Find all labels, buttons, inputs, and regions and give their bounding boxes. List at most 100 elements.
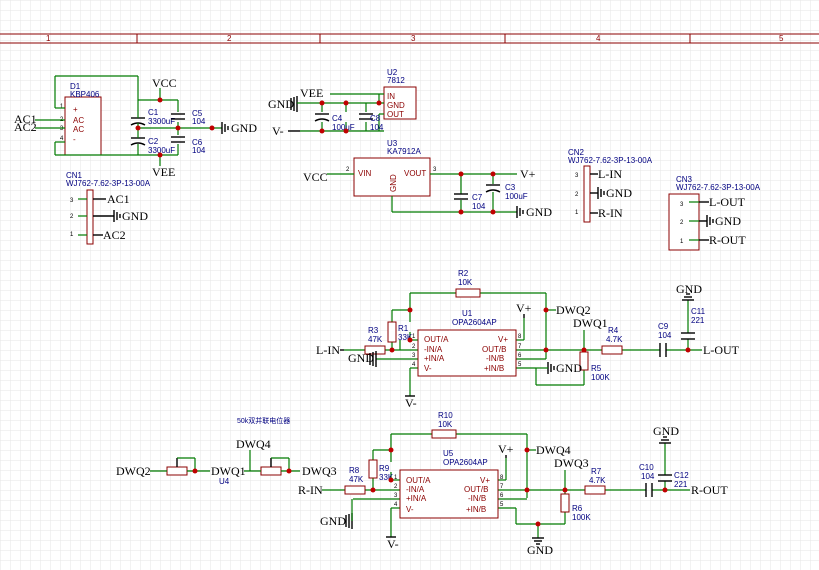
u2-value: 7812 — [387, 76, 405, 85]
u1-pin-num-2: 2 — [412, 344, 416, 350]
opamp-u5[interactable]: U5 OPA2604AP OUT/A -IN/A +IN/A V- V+ OUT… — [394, 449, 504, 519]
resistor-r4[interactable]: R4 4.7K — [601, 326, 623, 355]
net-vminus-u2: V- — [272, 124, 284, 138]
resistor-r8[interactable]: R8 47K — [344, 466, 366, 495]
junction — [209, 125, 215, 131]
u3-pin-vout: VOUT — [404, 169, 426, 178]
ruler-col-2: 2 — [227, 34, 232, 43]
gnd-symbol-u5-right: GND — [527, 537, 553, 557]
capacitor-c8[interactable]: C8 104 — [359, 113, 384, 132]
capacitor-c6[interactable]: C6 104 — [171, 136, 206, 155]
d1-pin-ac2: AC — [73, 125, 84, 134]
c8-ref: C8 — [370, 114, 381, 123]
net-gnd-c12: GND — [653, 424, 679, 438]
gnd-symbol-c12: GND — [653, 424, 679, 444]
r4-value: 4.7K — [606, 335, 623, 344]
net-ac1-cn1: AC1 — [107, 192, 130, 206]
junction — [319, 128, 325, 134]
d1-pin-ac1: AC — [73, 116, 84, 125]
net-vplus-u5: V+ — [498, 442, 514, 456]
junction — [388, 447, 394, 453]
cn3-pin-2: 2 — [680, 220, 684, 226]
d1-pin-num-3: 3 — [60, 126, 64, 132]
u1-pin-inb-pos: +IN/B — [484, 364, 504, 373]
net-vplus-u1: V+ — [516, 301, 532, 315]
net-vplus-u3: V+ — [520, 167, 536, 181]
cn2-pin-3: 3 — [575, 173, 579, 179]
d1-pin-num-1: 1 — [60, 104, 64, 110]
gnd-symbol-cn3: GND — [706, 214, 741, 228]
resistor-r6[interactable]: R6 100K — [560, 493, 591, 522]
u1-pin-num-3: 3 — [412, 353, 416, 359]
dual-pot-note: 50k双并联电位器 — [237, 416, 290, 425]
cn3-value: WJ762-7.62-3P-13-00A — [676, 183, 761, 192]
net-dwq1-u1: DWQ1 — [573, 316, 608, 330]
c11-ref: C11 — [691, 307, 706, 316]
u3-pin-num-2: 2 — [346, 167, 350, 173]
r4-ref: R4 — [608, 326, 619, 335]
resistor-r1[interactable]: R1 33K — [387, 321, 413, 343]
r8-ref: R8 — [349, 466, 360, 475]
net-dwq2-pot: DWQ2 — [116, 464, 151, 478]
regulator-u2[interactable]: U2 7812 IN GND OUT — [383, 68, 417, 120]
connector-cn2[interactable]: CN2 WJ762-7.62-3P-13-00A 3 2 1 — [568, 148, 653, 223]
capacitor-c3[interactable]: C3 100uF — [485, 183, 528, 201]
net-gnd-cn3: GND — [715, 214, 741, 228]
lch-wires — [344, 292, 702, 396]
u5-pin-inb-neg: -IN/B — [468, 494, 486, 503]
resistor-r10[interactable]: R10 10K — [431, 411, 457, 439]
junction — [407, 337, 413, 343]
u5-ref: U5 — [443, 449, 454, 458]
net-gnd-u5-left: GND — [320, 514, 346, 528]
capacitor-c9[interactable]: C9 104 — [658, 322, 672, 357]
capacitor-c1[interactable]: C1 3300uF — [130, 108, 175, 128]
c1-value: 3300uF — [148, 117, 175, 126]
capacitor-c5[interactable]: C5 104 — [171, 109, 206, 126]
junction — [175, 125, 181, 131]
capacitor-c12[interactable]: C12 221 — [658, 471, 689, 489]
sheet-ruler: 1 2 3 4 5 — [0, 33, 819, 44]
cn1-value: WJ762-7.62-3P-13-00A — [66, 179, 151, 188]
opamp-u1[interactable]: U1 OPA2604AP OUT/A -IN/A +IN/A V- V+ OUT… — [412, 309, 522, 377]
u3-pin-gnd: GND — [389, 174, 398, 192]
net-gnd-cn2: GND — [606, 186, 632, 200]
u5-pin-vminus: V- — [406, 505, 414, 514]
u5-pin-num-1: 1 — [394, 475, 398, 481]
capacitor-c11[interactable]: C11 221 — [681, 307, 706, 340]
r2-ref: R2 — [458, 269, 469, 278]
connector-cn1[interactable]: CN1 WJ762-7.62-3P-13-00A 3 2 1 — [66, 171, 151, 245]
r7-value: 4.7K — [589, 476, 606, 485]
resistor-r2[interactable]: R2 10K — [455, 269, 481, 298]
junction — [192, 468, 198, 474]
capacitor-c7[interactable]: C7 104 — [454, 193, 486, 211]
u5-pin-num-6: 6 — [500, 493, 504, 499]
c4-value: 100uF — [332, 123, 355, 132]
c4-ref: C4 — [332, 114, 343, 123]
resistor-r7[interactable]: R7 4.7K — [584, 467, 606, 495]
resistor-r3[interactable]: R3 47K — [364, 326, 386, 355]
junction — [389, 347, 395, 353]
c5-ref: C5 — [192, 109, 203, 118]
c1-ref: C1 — [148, 108, 159, 117]
u1-pin-vplus: V+ — [498, 335, 508, 344]
c3-ref: C3 — [505, 183, 516, 192]
cn2-pin-1: 1 — [575, 210, 579, 216]
u2-pin-in: IN — [387, 92, 395, 101]
regulator-u3[interactable]: U3 KA7912A VIN VOUT GND 2 3 — [346, 139, 437, 197]
u5-pin-ina-neg: -IN/A — [406, 485, 425, 494]
r1-ref: R1 — [398, 324, 409, 333]
c3-value: 100uF — [505, 192, 528, 201]
resistor-r9[interactable]: R9 33K — [368, 459, 394, 482]
net-gnd-cn1: GND — [122, 209, 148, 223]
r9-value: 33K — [379, 473, 394, 482]
capacitor-c4[interactable]: C4 100uF — [314, 113, 355, 132]
cn2-pin-2: 2 — [575, 192, 579, 198]
u5-pin-num-5: 5 — [500, 502, 504, 508]
u1-pin-num-4: 4 — [412, 362, 416, 368]
r8-value: 47K — [349, 475, 364, 484]
capacitor-c10[interactable]: C10 104 — [639, 463, 655, 497]
u1-pin-inb-neg: -IN/B — [486, 354, 504, 363]
connector-cn3[interactable]: CN3 WJ762-7.62-3P-13-00A 3 2 1 — [668, 175, 761, 251]
cn3-pin-1: 1 — [680, 239, 684, 245]
